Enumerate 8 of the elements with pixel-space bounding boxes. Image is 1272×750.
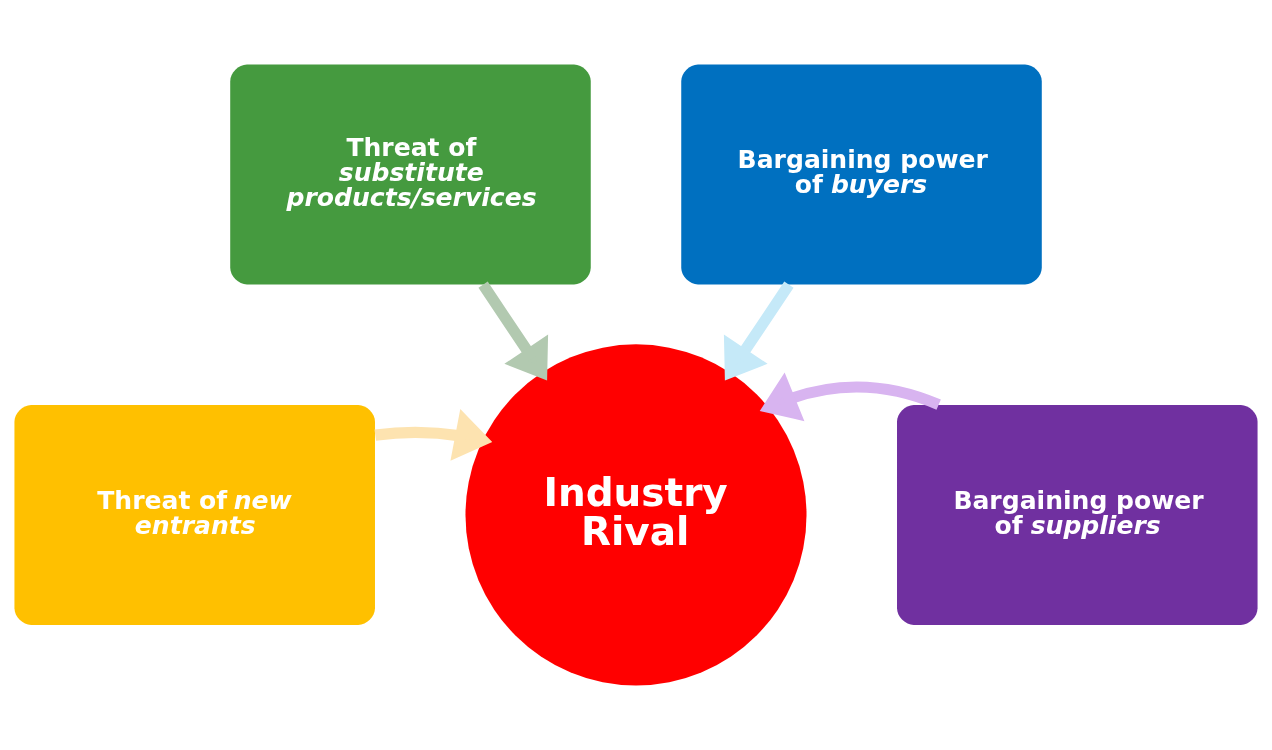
arrow [478,281,549,381]
node-box: Bargaining power of buyers [681,64,1042,285]
arrow [723,281,794,381]
node-box: Bargaining power of suppliers [897,404,1258,625]
arrow [759,372,941,422]
node-box: Threat of substitute products/services [230,64,591,285]
node-box: Threat of new entrants [14,404,375,625]
arrow [374,409,493,461]
